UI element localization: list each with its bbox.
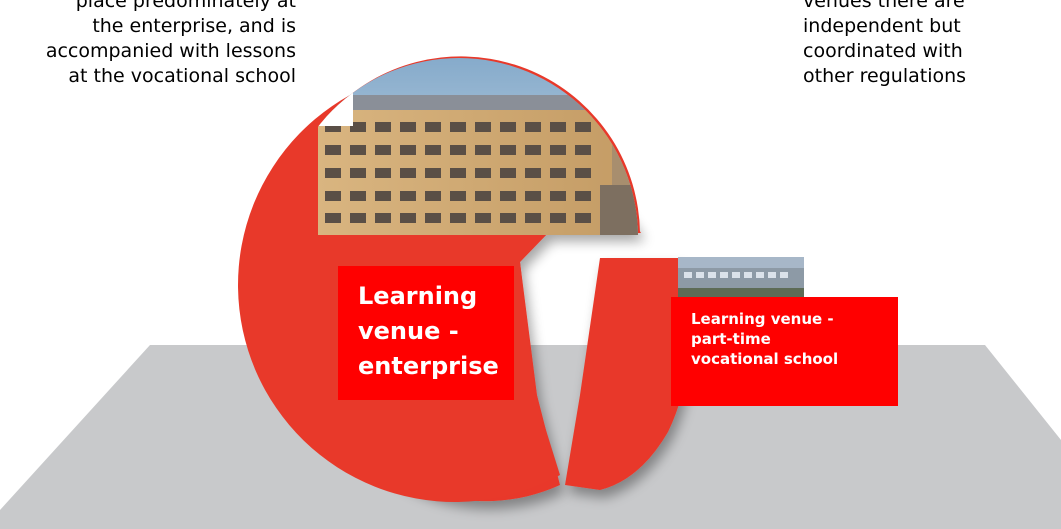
label-learning-venue-school: Learning venue - part-time vocational sc… — [671, 297, 898, 406]
pie-segment-school — [565, 258, 690, 490]
factory-photo — [318, 58, 638, 235]
label-learning-venue-enterprise: Learning venue - enterprise — [338, 266, 514, 400]
school-photo — [678, 257, 804, 299]
right-description-text: venues there are independent but coordin… — [803, 0, 967, 87]
left-description-text: place predominately at the enterprise, a… — [45, 0, 296, 87]
label-enterprise-text: Learning venue - enterprise — [358, 282, 499, 380]
label-school-text: Learning venue - part-time vocational sc… — [691, 310, 839, 368]
